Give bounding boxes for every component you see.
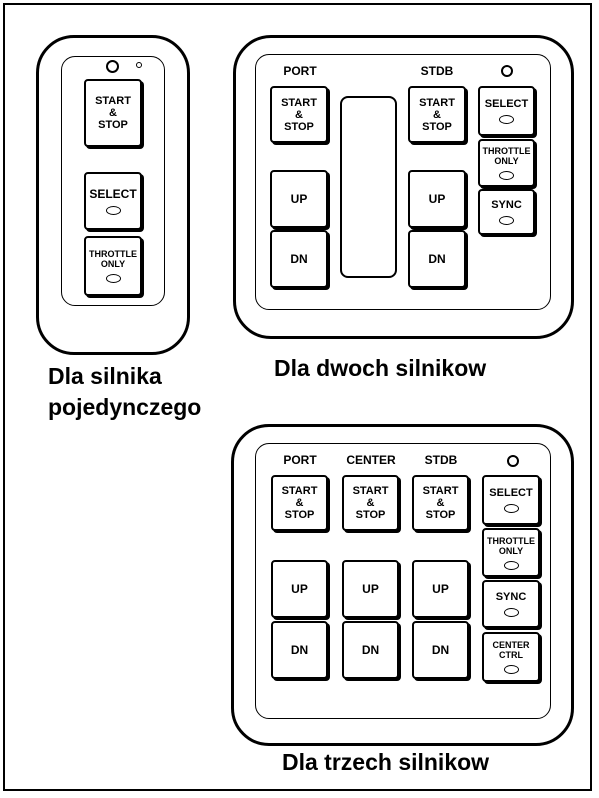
dual-stdb-dn-button[interactable]: DN <box>408 230 466 288</box>
single-engine-caption-line1: Dla silnika <box>48 363 162 389</box>
dual-throttle-only-label: THROTTLE ONLY <box>482 146 531 166</box>
select-indicator-icon <box>105 206 121 215</box>
triple-sync-indicator-icon <box>503 608 519 617</box>
triple-port-start-stop-button[interactable]: START & STOP <box>271 475 328 531</box>
triple-port-header: PORT <box>283 453 317 467</box>
triple-center-up-button[interactable]: UP <box>342 560 399 618</box>
stdb-dn-label: DN <box>428 252 446 266</box>
dual-port-header: PORT <box>283 64 317 78</box>
triple-center-dn-label: DN <box>361 643 380 657</box>
triple-throttle-only-indicator-icon <box>503 560 519 570</box>
single-select-button[interactable]: SELECT <box>84 172 142 230</box>
triple-select-label: SELECT <box>489 487 533 499</box>
port-up-label: UP <box>290 192 308 206</box>
triple-center-start-stop-label: START & STOP <box>352 485 389 521</box>
triple-center-ctrl-button[interactable]: CENTER CTRL <box>482 632 540 682</box>
indicator-dot-icon <box>136 62 142 68</box>
dual-port-up-button[interactable]: UP <box>270 170 328 228</box>
port-start-stop-label: START & STOP <box>281 96 317 133</box>
dual-throttle-only-indicator-icon <box>499 171 514 180</box>
dual-stdb-up-button[interactable]: UP <box>408 170 466 228</box>
dual-sync-indicator-icon <box>499 216 514 225</box>
dual-display-window <box>340 96 397 278</box>
dual-sync-label: SYNC <box>491 199 522 211</box>
triple-center-ctrl-label: CENTER CTRL <box>492 640 530 660</box>
triple-center-start-stop-button[interactable]: START & STOP <box>342 475 399 531</box>
dual-select-button[interactable]: SELECT <box>478 86 535 136</box>
triple-center-up-label: UP <box>362 582 379 596</box>
triple-sync-label: SYNC <box>495 591 527 603</box>
single-engine-panel-inner <box>61 56 165 306</box>
dual-stdb-start-stop-button[interactable]: START & STOP <box>408 86 466 143</box>
triple-status-led-icon <box>507 455 519 467</box>
start-stop-label: START & STOP <box>95 95 131 131</box>
triple-center-dn-button[interactable]: DN <box>342 621 399 679</box>
triple-select-button[interactable]: SELECT <box>482 475 540 525</box>
triple-center-ctrl-indicator-icon <box>503 665 519 674</box>
dual-port-dn-button[interactable]: DN <box>270 230 328 288</box>
status-led-icon <box>106 60 119 73</box>
triple-stdb-dn-button[interactable]: DN <box>412 621 469 679</box>
triple-port-dn-button[interactable]: DN <box>271 621 328 679</box>
dual-sync-button[interactable]: SYNC <box>478 189 535 235</box>
figure-frame <box>3 3 592 791</box>
dual-stdb-header: STDB <box>420 64 454 78</box>
dual-engine-caption: Dla dwoch silnikow <box>274 355 487 381</box>
triple-engine-caption: Dla trzech silnikow <box>282 749 490 775</box>
dual-select-indicator-icon <box>499 115 514 124</box>
single-engine-caption-line2: pojedynczego <box>48 394 202 420</box>
triple-stdb-start-stop-button[interactable]: START & STOP <box>412 475 469 531</box>
triple-port-dn-label: DN <box>290 643 309 657</box>
dual-engine-panel <box>233 35 574 339</box>
triple-stdb-header: STDB <box>424 453 458 467</box>
dual-select-label: SELECT <box>484 98 529 110</box>
single-start-stop-button[interactable]: START & STOP <box>84 79 142 147</box>
triple-engine-panel-inner <box>255 443 551 719</box>
port-dn-label: DN <box>290 252 308 266</box>
dual-status-led-icon <box>501 65 513 77</box>
single-throttle-only-button[interactable]: THROTTLE ONLY <box>84 236 142 296</box>
triple-port-up-label: UP <box>291 582 308 596</box>
triple-sync-button[interactable]: SYNC <box>482 580 540 628</box>
stdb-up-label: UP <box>428 192 446 206</box>
select-label: SELECT <box>89 187 137 201</box>
stdb-start-stop-label: START & STOP <box>419 96 455 133</box>
dual-engine-panel-inner <box>255 54 551 310</box>
triple-stdb-start-stop-label: START & STOP <box>422 485 459 521</box>
triple-throttle-only-label: THROTTLE ONLY <box>487 535 535 556</box>
triple-stdb-up-button[interactable]: UP <box>412 560 469 618</box>
triple-throttle-only-button[interactable]: THROTTLE ONLY <box>482 528 540 577</box>
triple-center-header: CENTER <box>346 453 396 467</box>
triple-stdb-up-label: UP <box>432 582 449 596</box>
throttle-only-label: THROTTLE ONLY <box>89 249 137 269</box>
triple-select-indicator-icon <box>503 504 519 513</box>
dual-throttle-only-button[interactable]: THROTTLE ONLY <box>478 139 535 187</box>
dual-port-start-stop-button[interactable]: START & STOP <box>270 86 328 143</box>
throttle-only-indicator-icon <box>105 274 121 283</box>
triple-stdb-dn-label: DN <box>431 643 450 657</box>
triple-port-start-stop-label: START & STOP <box>281 485 318 521</box>
triple-port-up-button[interactable]: UP <box>271 560 328 618</box>
